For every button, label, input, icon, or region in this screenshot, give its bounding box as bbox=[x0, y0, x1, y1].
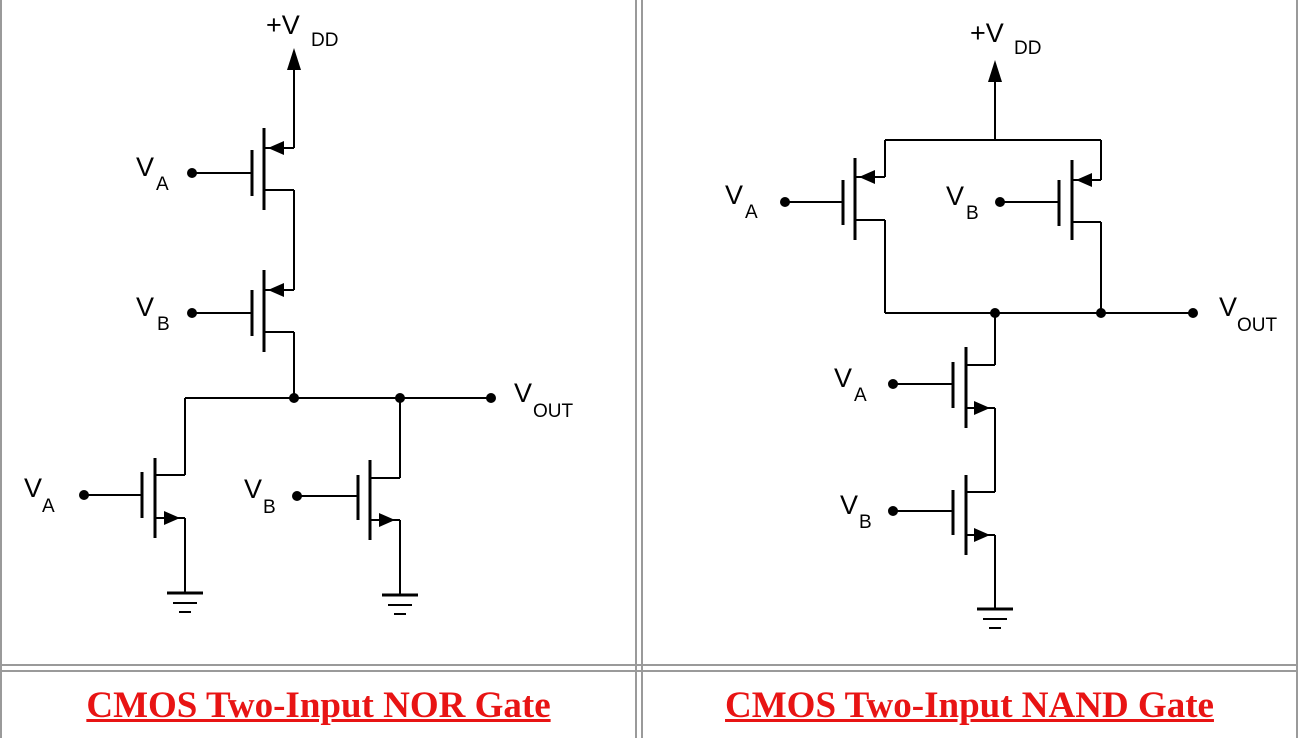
nand-vdd-subscript: DD bbox=[1014, 38, 1041, 59]
nand-node-2 bbox=[1096, 308, 1106, 318]
nor-vb-pmos-subscript: B bbox=[157, 314, 170, 335]
nor-vdd-label: +V bbox=[266, 10, 300, 40]
nor-vb-nmos-label: V bbox=[244, 474, 262, 504]
nor-va-nmos-subscript: A bbox=[42, 496, 55, 517]
nor-pmos-b bbox=[187, 270, 294, 352]
nand-vdd-arrow-icon bbox=[988, 60, 1002, 82]
nor-vout-subscript: OUT bbox=[533, 401, 574, 422]
table-border-middle-a bbox=[635, 0, 637, 738]
nor-vb-nmos-subscript: B bbox=[263, 497, 276, 518]
nor-gate-title-link[interactable]: CMOS Two-Input NOR Gate bbox=[86, 684, 551, 726]
nand-vout-terminal bbox=[1188, 308, 1198, 318]
nand-pmos-b bbox=[995, 140, 1102, 313]
nor-vout-label: V bbox=[514, 378, 532, 408]
nand-vdd-label: +V bbox=[970, 18, 1004, 48]
nand-nmos-b bbox=[888, 475, 996, 609]
nor-vb-pmos-label: V bbox=[136, 292, 154, 322]
nor-pmos-a bbox=[187, 128, 294, 210]
nand-nmos-a bbox=[888, 313, 996, 428]
nor-va-nmos-label: V bbox=[24, 473, 42, 503]
nor-nmos-b bbox=[292, 460, 401, 595]
nand-ground-icon bbox=[977, 607, 1013, 629]
nor-nmos-a bbox=[79, 458, 186, 593]
nor-ground-a-icon bbox=[167, 591, 203, 613]
nand-caption-cell: CMOS Two-Input NAND Gate bbox=[643, 672, 1296, 738]
nor-vdd-subscript: DD bbox=[311, 30, 338, 51]
nor-circuit-diagram: +V DD V A bbox=[24, 10, 574, 615]
nor-diagram-cell: +V DD V A bbox=[2, 0, 635, 664]
nor-vout-terminal bbox=[486, 393, 496, 403]
nand-va-nmos-subscript: A bbox=[854, 385, 867, 406]
nand-diagram-cell: +V DD V A bbox=[643, 0, 1296, 664]
nand-vb-nmos-subscript: B bbox=[859, 512, 872, 533]
table-border-left bbox=[0, 0, 2, 738]
nor-vdd-arrow-icon bbox=[287, 48, 301, 70]
nor-ground-b-icon bbox=[382, 593, 418, 615]
nand-vb-nmos-label: V bbox=[840, 490, 858, 520]
nand-vout-subscript: OUT bbox=[1237, 315, 1278, 336]
nand-va-pmos-label: V bbox=[725, 180, 743, 210]
nor-node-1 bbox=[289, 393, 299, 403]
nand-vout-label: V bbox=[1219, 292, 1237, 322]
nand-circuit-diagram: +V DD V A bbox=[725, 18, 1278, 629]
nand-vb-pmos-subscript: B bbox=[966, 203, 979, 224]
nand-va-nmos-label: V bbox=[834, 363, 852, 393]
nor-caption-cell: CMOS Two-Input NOR Gate bbox=[2, 672, 635, 738]
table-border-right bbox=[1296, 0, 1298, 738]
nand-va-pmos-subscript: A bbox=[745, 202, 758, 223]
nand-vb-pmos-label: V bbox=[946, 181, 964, 211]
table-border-row-b bbox=[0, 670, 1298, 672]
nor-va-pmos-label: V bbox=[136, 152, 154, 182]
table-border-row-a bbox=[0, 664, 1298, 666]
table-border-middle-b bbox=[641, 0, 643, 738]
nand-gate-title-link[interactable]: CMOS Two-Input NAND Gate bbox=[725, 684, 1214, 726]
nand-pmos-a bbox=[780, 140, 886, 313]
nor-va-pmos-subscript: A bbox=[156, 174, 169, 195]
